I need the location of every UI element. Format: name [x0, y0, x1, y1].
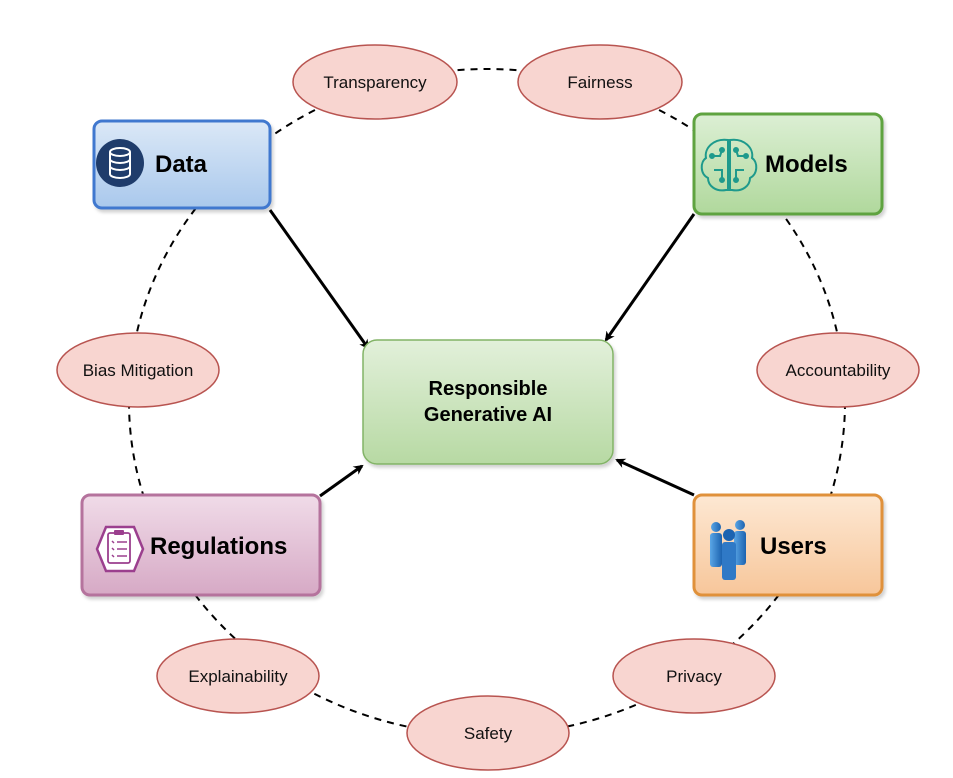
svg-text:Accountability: Accountability — [786, 361, 891, 380]
models-label: Models — [765, 151, 848, 178]
principle-explainability: Explainability — [156, 638, 320, 714]
users-label: Users — [760, 533, 827, 560]
arrow-data-to-center — [268, 209, 370, 350]
principle-fairness: Fairness — [517, 44, 683, 120]
principle-safety: Safety — [406, 695, 570, 771]
center-title-line2: Generative AI — [424, 404, 552, 426]
principle-transparency: Transparency — [292, 44, 458, 120]
data-label: Data — [155, 151, 208, 178]
users-group-icon — [710, 520, 746, 580]
svg-text:Explainability: Explainability — [188, 667, 288, 686]
principle-bias-mitigation: Bias Mitigation — [56, 332, 220, 408]
brain-circuit-icon — [700, 138, 758, 192]
models-box[interactable]: Models — [692, 112, 884, 216]
regulations-label: Regulations — [150, 533, 287, 560]
svg-text:Fairness: Fairness — [567, 73, 632, 92]
center-title-line1: Responsible — [429, 378, 548, 400]
svg-text:Privacy: Privacy — [666, 667, 722, 686]
svg-text:Transparency: Transparency — [323, 73, 427, 92]
regulations-box[interactable]: Regulations — [80, 493, 322, 597]
database-icon — [96, 139, 144, 187]
svg-text:Safety: Safety — [464, 724, 513, 743]
arrow-regulations-to-center — [319, 464, 364, 498]
principle-privacy: Privacy — [612, 638, 776, 714]
center-box: Responsible Generative AI — [362, 339, 614, 465]
clipboard-checklist-icon — [95, 525, 145, 573]
data-box[interactable]: Data — [92, 119, 272, 210]
arrow-users-to-center — [615, 458, 695, 497]
svg-text:Bias Mitigation: Bias Mitigation — [83, 361, 194, 380]
arrow-models-to-center — [604, 213, 696, 342]
principle-accountability: Accountability — [756, 332, 920, 408]
users-box[interactable]: Users — [692, 493, 884, 597]
